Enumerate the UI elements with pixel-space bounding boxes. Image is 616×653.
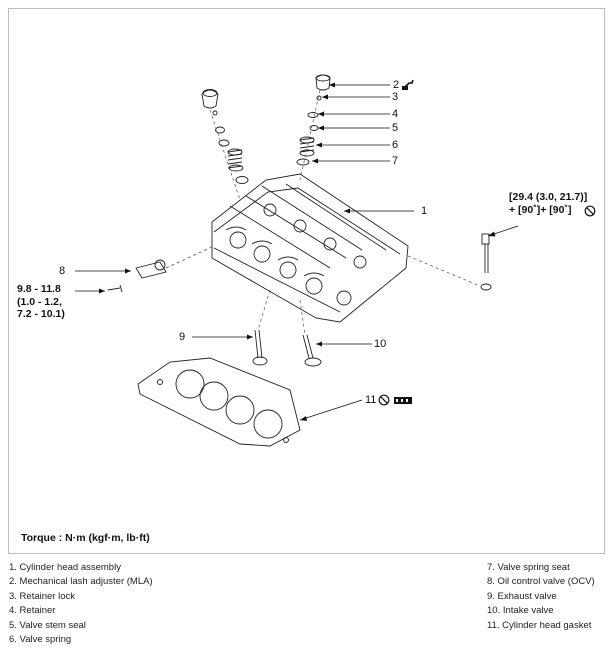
legend-item: 1. Cylinder head assembly — [9, 562, 121, 573]
oil-control-valve — [107, 259, 167, 293]
callout-3: 3 — [392, 91, 399, 103]
leader-arrowheads — [99, 82, 496, 421]
left-valve-train-stack — [201, 89, 249, 184]
callout-6: 6 — [392, 139, 399, 151]
intake-valve — [302, 334, 322, 367]
callout-8: 8 — [59, 265, 66, 277]
cylinder-head-body — [211, 173, 409, 323]
callout-11: 11 — [365, 394, 377, 406]
callout-2: 2 — [393, 79, 400, 91]
callout-1: 1 — [421, 205, 428, 217]
assembly-lines — [165, 89, 481, 336]
legend-item: 4. Retainer — [9, 605, 56, 617]
exhaust-valve — [252, 329, 268, 366]
callout-4: 4 — [392, 108, 399, 120]
legend-item: 7. Valve spring seat — [487, 562, 570, 573]
do-not-reuse-icon — [378, 394, 390, 406]
legend-item: 3. Retainer lock — [9, 590, 76, 602]
callout-9: 9 — [179, 331, 186, 343]
figure-frame — [8, 8, 605, 554]
head-bolt — [480, 233, 492, 291]
legend-item: 9. Exhaust valve — [487, 590, 557, 602]
legend-item: 6. Valve spring — [9, 634, 72, 646]
torque-units-caption: Torque : N·m (kgf·m, lb·ft) — [21, 532, 150, 544]
apply-oil-icon — [402, 79, 414, 90]
callout-10: 10 — [374, 338, 387, 350]
legend-item: 2. Mechanical lash adjuster (MLA) — [9, 576, 153, 588]
legend-item: 10. Intake valve — [487, 605, 554, 617]
leader-lines — [75, 84, 519, 421]
do-not-reuse-icon — [584, 205, 596, 217]
legend-item: 11. Cylinder head gasket — [487, 619, 592, 631]
callout-7: 7 — [392, 155, 399, 167]
parts-legend-left: 1. Cylinder head assembly 2. Mechanical … — [9, 561, 153, 647]
legend-item: 8. Oil control valve (OCV) — [487, 576, 595, 588]
apply-sealant-icon — [394, 397, 412, 404]
legend-item: 5. Valve stem seal — [9, 619, 86, 631]
callout-5: 5 — [392, 122, 399, 134]
ocv-bolt-torque-spec: 9.8 - 11.8 (1.0 - 1.2, 7.2 - 10.1) — [17, 283, 65, 320]
head-bolt-torque-spec: [29.4 (3.0, 21.7)] + [90˚]+ [90˚] — [509, 191, 588, 216]
parts-legend-right: 7. Valve spring seat 8. Oil control valv… — [487, 561, 595, 633]
cylinder-head-gasket — [137, 357, 301, 447]
